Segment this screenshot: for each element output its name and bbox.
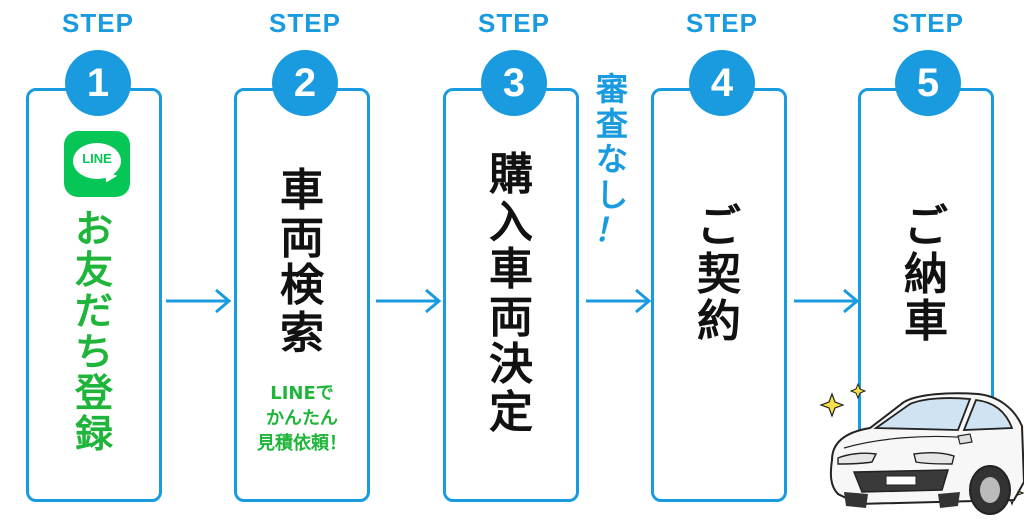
step-3-number-badge: 3 — [481, 50, 547, 116]
step-2-label: STEP — [269, 8, 341, 38]
step-3-title-char: 購 — [489, 149, 533, 200]
step-2-note-line: LINEで — [270, 383, 334, 404]
step-2-note-line: 見積依頼！ — [257, 433, 347, 455]
callout-char: 査 — [595, 105, 628, 144]
step-2-title-char: 車 — [280, 165, 324, 216]
step-4-label: STEP — [686, 8, 758, 38]
line-app-icon: LINE — [64, 131, 130, 197]
step-3-title-char: 決 — [489, 339, 533, 391]
callout-char: な — [595, 140, 628, 179]
step-1-title-char: 録 — [74, 412, 113, 457]
step-5-title-char: 車 — [904, 296, 948, 348]
step-5-title: ご 納 車 — [861, 203, 991, 346]
step-2-number-badge: 2 — [272, 50, 338, 116]
callout-char: 審 — [595, 70, 628, 108]
step-5-number-badge: 5 — [895, 50, 961, 116]
step-4-title: ご 契 約 — [654, 203, 784, 346]
step-1-title-char: ち — [74, 330, 113, 375]
step-2-title-char: 索 — [280, 307, 324, 359]
step-3-title-char: 定 — [489, 386, 533, 438]
step-2-title-char: 検 — [280, 260, 324, 312]
step-3-box: 購 入 車 両 決 定 — [443, 88, 579, 502]
step-3-title-char: 入 — [489, 196, 533, 248]
callout-char: し — [595, 175, 628, 214]
step-1-title-char: 登 — [74, 371, 113, 416]
step-4-title-char: 約 — [697, 296, 741, 348]
step-5-title-char: 納 — [904, 248, 948, 300]
arrow-right-icon — [376, 288, 442, 314]
step-3-title: 購 入 車 両 決 定 — [446, 151, 576, 436]
step-5-box: ご 納 車 — [858, 88, 994, 502]
callout-char: ！ — [592, 210, 633, 249]
step-1-title-char: だ — [74, 289, 113, 334]
step-5-title-char: ご — [904, 201, 948, 252]
step-1-title-char: 友 — [74, 248, 113, 293]
line-logo-text: LINE — [82, 151, 112, 166]
step-2-note-line: かんたん — [266, 408, 338, 430]
step-4-title-char: 契 — [697, 248, 741, 300]
arrow-right-icon — [794, 288, 860, 314]
step-2-title: 車 両 検 索 — [237, 167, 367, 357]
arrow-right-icon — [166, 288, 232, 314]
step-5-label: STEP — [892, 8, 964, 38]
no-screening-callout: 審 査 な し ！ — [590, 70, 634, 249]
step-4-number-badge: 4 — [689, 50, 755, 116]
step-3-label: STEP — [478, 8, 550, 38]
step-1-title-char: お — [74, 207, 113, 251]
step-4-title-char: ご — [697, 201, 741, 252]
step-1-label: STEP — [62, 8, 134, 38]
step-3-title-char: 車 — [489, 244, 533, 296]
arrow-right-icon — [586, 288, 652, 314]
car-icon — [819, 382, 1024, 515]
step-1-title: お 友 だ ち 登 録 — [29, 207, 159, 457]
step-2-note: LINEで かんたん 見積依頼！ — [237, 381, 367, 457]
step-2-title-char: 両 — [280, 212, 324, 264]
step-3-title-char: 両 — [489, 291, 533, 343]
step-1-number-badge: 1 — [65, 50, 131, 116]
step-1-box: LINE お 友 だ ち 登 録 — [26, 88, 162, 502]
step-2-box: 車 両 検 索 LINEで かんたん 見積依頼！ — [234, 88, 370, 502]
step-4-box: ご 契 約 — [651, 88, 787, 502]
